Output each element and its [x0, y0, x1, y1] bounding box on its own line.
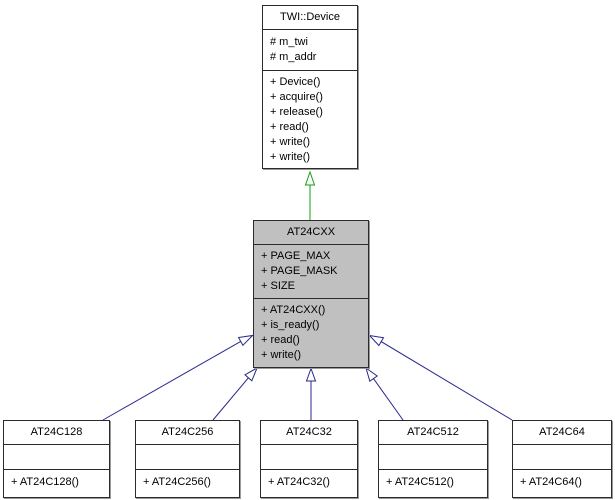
method: + AT24C512() [386, 476, 454, 488]
hollow-arrowhead-icon [237, 334, 254, 347]
class-title[interactable]: TWI::Device [263, 6, 357, 30]
edge-at24c256-to-at24cxx [212, 366, 259, 421]
class-node-twi-device: TWI::Device # m_twi # m_addr + Device() … [262, 5, 358, 169]
class-title[interactable]: AT24C128 [4, 421, 109, 445]
method: + is_ready() [261, 319, 320, 331]
attribute: # m_addr [270, 51, 317, 63]
method: + AT24C64() [520, 476, 582, 488]
hollow-arrowhead-icon [365, 366, 379, 383]
method: + Device() [270, 76, 321, 88]
class-node-at24c32: AT24C32 + AT24C32() [260, 420, 358, 498]
class-node-at24c256: AT24C256 + AT24C256() [135, 420, 240, 498]
edge-at24c32-to-at24cxx [305, 367, 317, 420]
attribute: # m_twi [270, 36, 308, 48]
method: + acquire() [270, 91, 323, 103]
class-methods: + Device() + acquire() + release() + rea… [263, 71, 357, 168]
method: + AT24CXX() [261, 304, 326, 316]
method: + AT24C128() [11, 476, 79, 488]
hollow-arrowhead-icon [305, 367, 317, 382]
class-attributes [379, 445, 487, 470]
hollow-arrowhead-icon [244, 366, 259, 382]
class-attributes [4, 445, 109, 470]
class-attributes: + PAGE_MAX + PAGE_MASK + SIZE [254, 245, 368, 299]
class-title[interactable]: AT24C32 [261, 421, 357, 445]
class-title[interactable]: AT24CXX [254, 221, 368, 245]
class-node-at24c512: AT24C512 + AT24C512() [378, 420, 488, 498]
class-node-at24c128: AT24C128 + AT24C128() [3, 420, 110, 498]
method: + release() [270, 106, 323, 118]
method: + write() [261, 349, 302, 361]
method: + write() [270, 136, 311, 148]
class-node-at24c64: AT24C64 + AT24C64() [512, 420, 612, 498]
class-methods: + AT24CXX() + is_ready() + read() + writ… [254, 299, 368, 367]
method: + read() [261, 334, 300, 346]
method: + AT24C256() [143, 476, 211, 488]
hollow-arrowhead-icon [304, 170, 316, 186]
class-methods: + AT24C512() [379, 470, 487, 497]
edge-at24c512-to-at24cxx [365, 366, 404, 421]
attribute: + SIZE [261, 280, 295, 292]
class-attributes [136, 445, 239, 470]
hollow-arrowhead-icon [368, 334, 385, 347]
class-node-at24cxx: AT24CXX + PAGE_MAX + PAGE_MASK + SIZE + … [253, 220, 369, 368]
class-methods: + AT24C32() [261, 470, 357, 497]
edge-at24cxx-to-twi-device [304, 170, 316, 220]
class-title[interactable]: AT24C64 [513, 421, 611, 445]
class-methods: + AT24C256() [136, 470, 239, 497]
attribute: + PAGE_MASK [261, 265, 338, 277]
class-methods: + AT24C128() [4, 470, 109, 497]
class-attributes: # m_twi # m_addr [263, 30, 357, 71]
attribute: + PAGE_MAX [261, 250, 331, 262]
class-title[interactable]: AT24C256 [136, 421, 239, 445]
method: + AT24C32() [268, 476, 330, 488]
edge-at24c64-to-at24cxx [368, 334, 513, 421]
class-attributes [513, 445, 611, 470]
method: + write() [270, 151, 311, 163]
class-title[interactable]: AT24C512 [379, 421, 487, 445]
edge-at24c128-to-at24cxx [102, 334, 254, 421]
method: + read() [270, 121, 309, 133]
class-attributes [261, 445, 357, 470]
class-methods: + AT24C64() [513, 470, 611, 497]
